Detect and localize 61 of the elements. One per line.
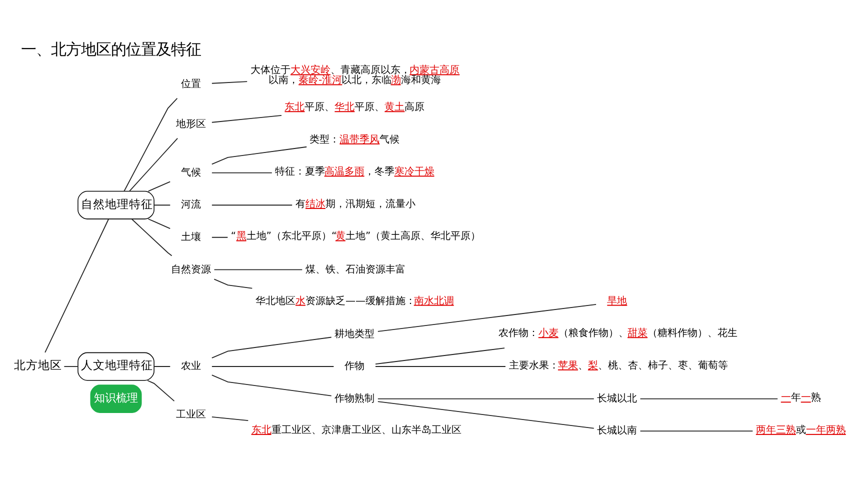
connector xyxy=(148,218,171,230)
connector xyxy=(129,138,178,192)
node-text: 华北地区水资源缺乏——缓解措施：南水北调 xyxy=(256,296,454,307)
node-text: 作物 xyxy=(344,361,365,372)
connector xyxy=(148,181,171,192)
node-text: 特征：夏季高温多雨，冬季寒冷干燥 xyxy=(275,166,434,178)
node-text: 北方地区 xyxy=(14,358,62,372)
connector xyxy=(211,236,228,238)
connector xyxy=(211,204,293,206)
connector xyxy=(211,374,332,396)
label: 知识梳理 xyxy=(94,392,138,405)
node-text: 一年一熟 xyxy=(780,392,821,404)
connector xyxy=(640,430,754,432)
node-text: 农作物：小麦（粮食作物）、甜菜（糖料作物）、花生 xyxy=(498,328,738,340)
connector xyxy=(211,81,248,84)
node-box: 人文地理特征 xyxy=(78,352,154,381)
node-text: 东北重工业区、京津唐工业区、山东半岛工业区 xyxy=(251,424,462,436)
connector xyxy=(377,401,594,429)
node-text: 气候 xyxy=(180,167,201,178)
connector xyxy=(377,304,597,332)
node-text: 东北平原、华北平原、黄土高原 xyxy=(284,102,425,114)
connector xyxy=(211,366,334,367)
connector xyxy=(44,218,110,353)
node-text: 农业 xyxy=(180,361,201,372)
connector xyxy=(211,115,282,123)
connector xyxy=(375,366,506,367)
node-box: 自然地理特征 xyxy=(78,190,154,220)
node-text: 长城以北 xyxy=(597,393,638,404)
node-text: 主要水果：苹果、梨、桃、杏、柿子、枣、葡萄等 xyxy=(508,360,728,372)
connector xyxy=(211,172,272,174)
node-text: 位置 xyxy=(180,79,201,90)
connector xyxy=(211,146,308,165)
node-text: 土壤 xyxy=(180,232,201,243)
node-text: 河流 xyxy=(180,200,201,211)
node-text: 耕地类型 xyxy=(334,328,375,340)
node-text: 煤、铁、石油资源丰富 xyxy=(305,264,406,276)
node-text: 工业区 xyxy=(176,410,206,421)
node-text: “黑土地”（东北平原）“黄土地”（黄土高原、华北平原） xyxy=(230,231,481,242)
connector xyxy=(377,398,594,400)
connector xyxy=(375,348,505,364)
connector xyxy=(147,380,175,402)
connector xyxy=(154,204,171,206)
connector xyxy=(131,218,172,256)
connector xyxy=(214,278,253,289)
node-text: 有结冰期，汛期短，流量小 xyxy=(295,198,416,210)
connector xyxy=(154,366,171,367)
connector xyxy=(640,398,778,400)
node-text: 地形区 xyxy=(176,119,206,130)
connector xyxy=(211,336,332,358)
node-text: 两年三熟或一年两熟 xyxy=(756,424,846,436)
node-text: 大体位于大兴安岭、青藏高原以东，内蒙古高原 以南，秦岭-淮河以北，东临渤海和黄海 xyxy=(250,65,460,86)
connector xyxy=(124,98,178,192)
node-text: 长城以南 xyxy=(597,426,638,437)
connector xyxy=(64,366,78,367)
connector xyxy=(211,416,249,422)
diagram-title: 一、北方地区的位置及特征 xyxy=(21,40,202,58)
node-text: 作物熟制 xyxy=(334,393,375,404)
node-text: 自然资源 xyxy=(170,264,211,276)
node-text: 旱地 xyxy=(607,296,628,307)
connector xyxy=(214,269,303,270)
node-text: 类型：温带季风气候 xyxy=(310,134,400,146)
